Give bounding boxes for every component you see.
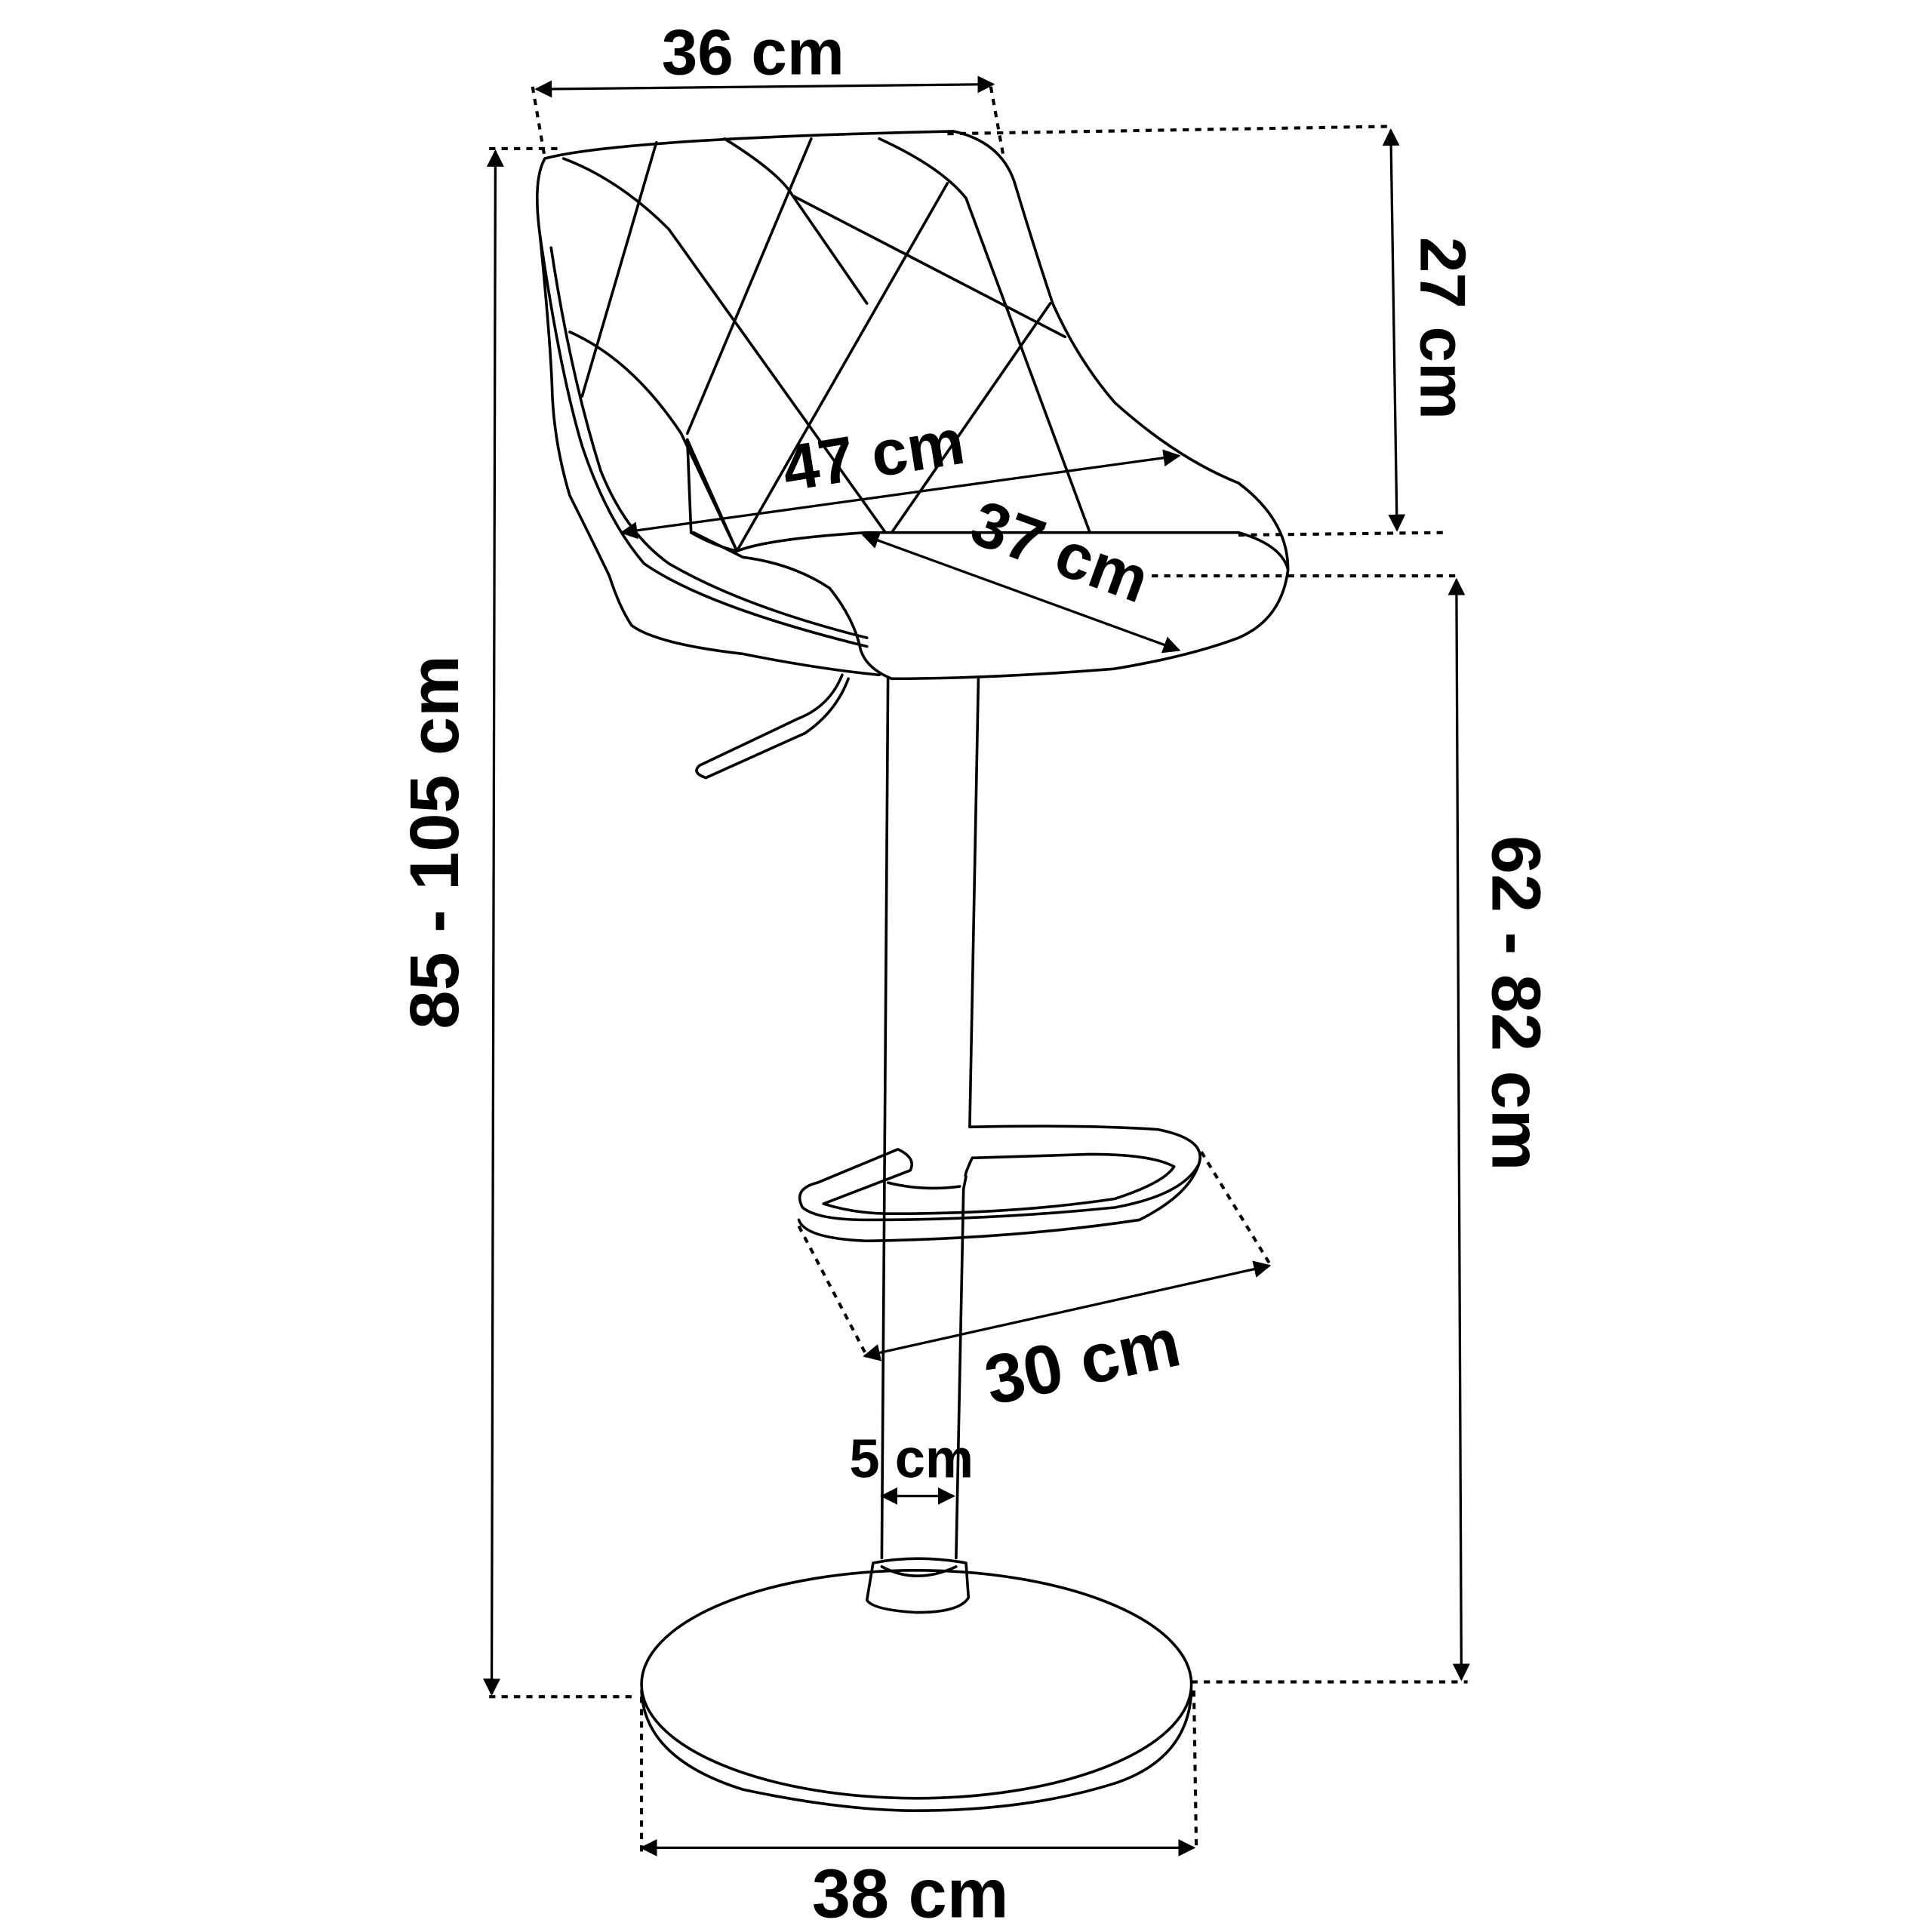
backrest-outline (543, 130, 1290, 681)
height-lever (695, 673, 850, 780)
seat-depth-label: 37 cm (962, 487, 1158, 617)
footrest-ring (797, 1162, 1201, 1243)
stool-drawing (535, 130, 1290, 1812)
column-diameter-label: 5 cm (850, 1429, 974, 1490)
column-collar (865, 1557, 971, 1614)
gas-column (798, 677, 1201, 1560)
round-base (640, 1569, 1193, 1800)
backrest-height-label: 27 cm (1406, 237, 1478, 420)
dimension-lines (483, 75, 1470, 1857)
seat-height-label: 62 - 82 cm (1477, 835, 1554, 1171)
total-height-label: 85 - 105 cm (396, 655, 473, 1029)
base-diameter-label: 38 cm (812, 1855, 1009, 1932)
footrest-width-label: 30 cm (978, 1303, 1186, 1420)
seat-top-width-label: 36 cm (662, 17, 844, 88)
